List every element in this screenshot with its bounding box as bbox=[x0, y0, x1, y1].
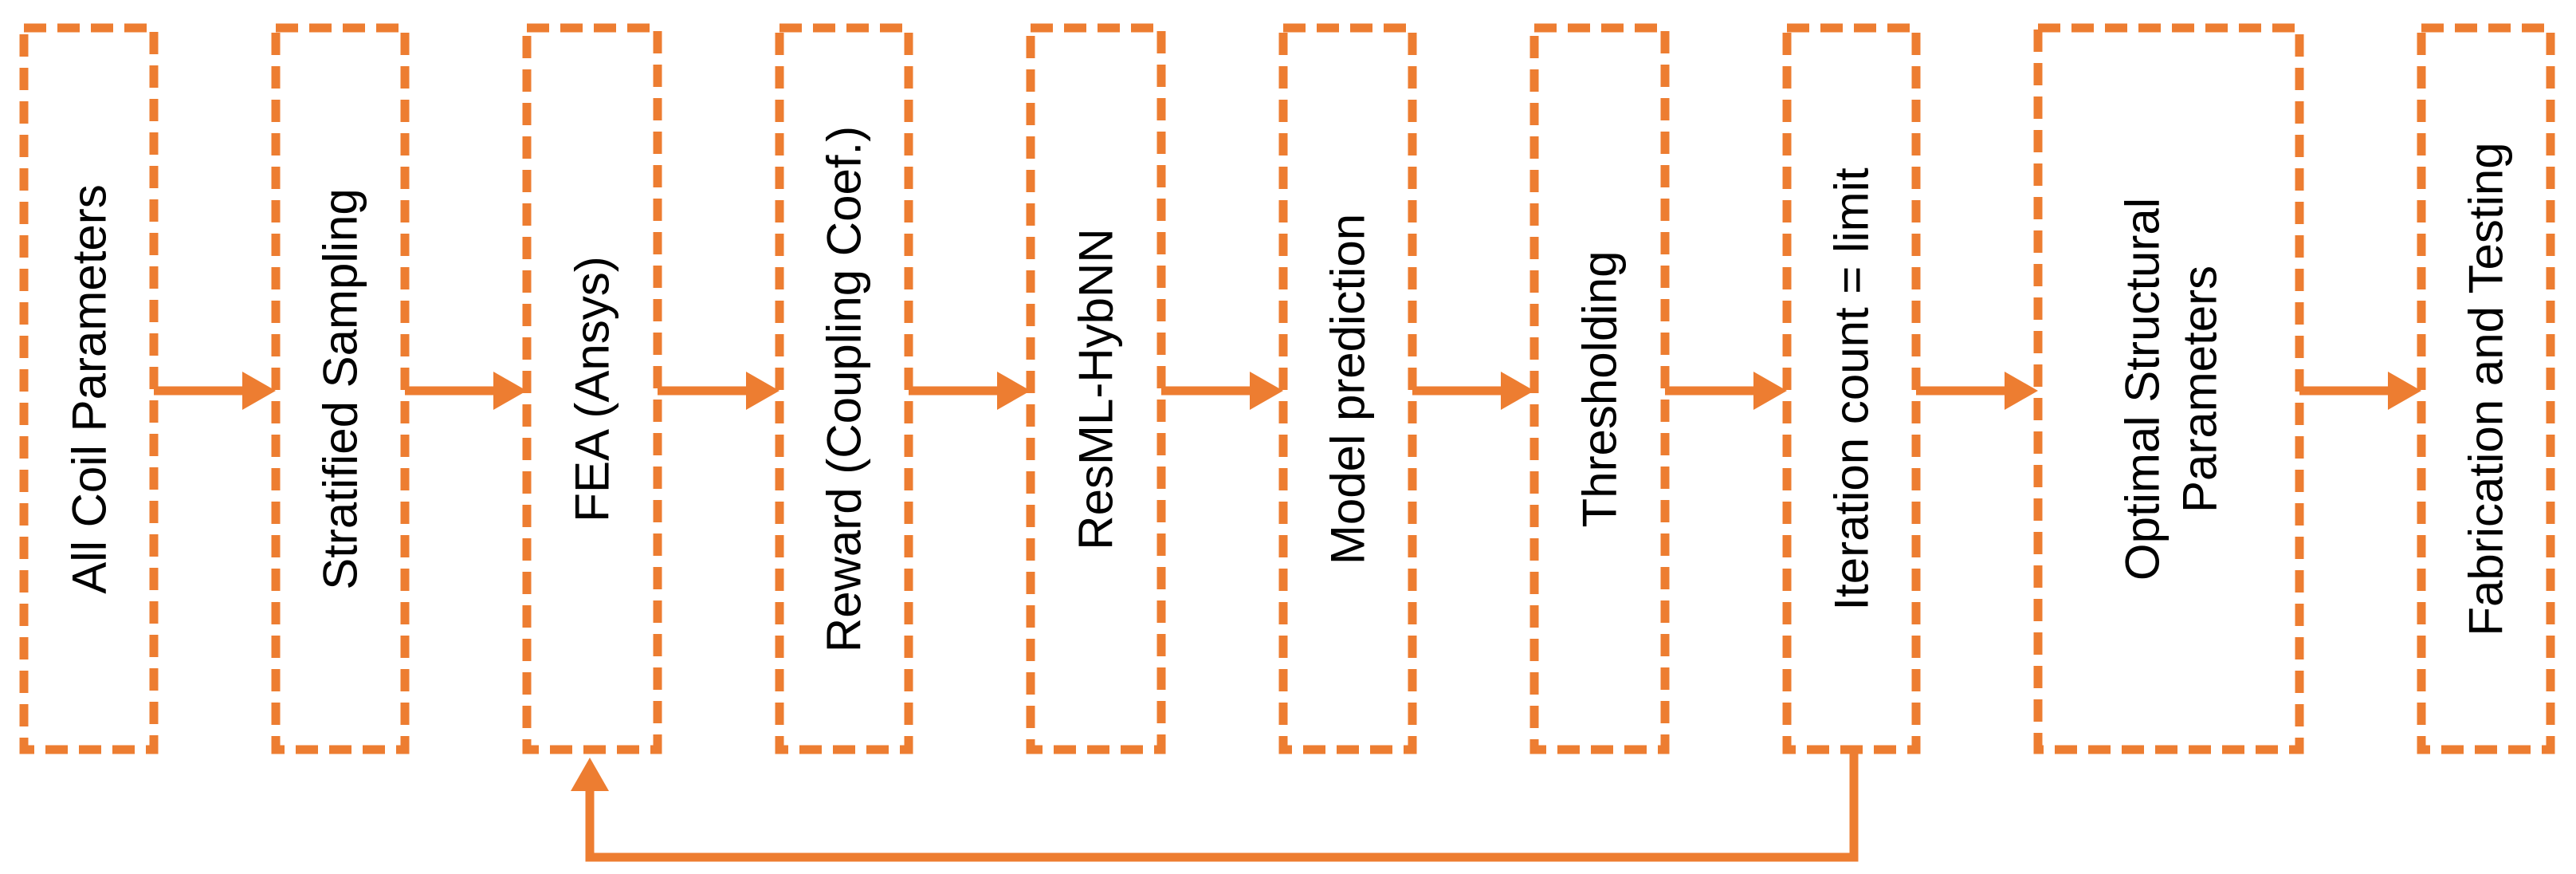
step-label: FEA (Ansys) bbox=[566, 256, 619, 522]
arrow-7-to-8 bbox=[1665, 372, 1787, 410]
step-optimal-structural-parameters: Optimal Structural Parameters bbox=[2033, 23, 2304, 754]
step-fea-ansys: FEA (Ansys) bbox=[522, 23, 662, 754]
step-label: Reward (Coupling Coef.) bbox=[818, 126, 871, 652]
step-label: Thresholding bbox=[1573, 251, 1627, 528]
loop-back-arrow bbox=[571, 750, 1859, 862]
step-label: Iteration count = limit bbox=[1825, 167, 1879, 611]
forward-arrows bbox=[154, 372, 2421, 410]
step-label: Model prediction bbox=[1321, 214, 1375, 565]
arrow-6-to-7 bbox=[1412, 372, 1534, 410]
step-model-prediction: Model prediction bbox=[1278, 23, 1417, 754]
arrow-3-to-4 bbox=[658, 372, 779, 410]
step-label: All Coil Parameters bbox=[63, 184, 116, 594]
arrow-8-to-9 bbox=[1916, 372, 2038, 410]
step-label: Fabrication and Testing bbox=[2460, 142, 2513, 636]
step-iteration-count-limit: Iteration count = limit bbox=[1782, 23, 1921, 754]
step-fabrication-and-testing: Fabrication and Testing bbox=[2417, 23, 2555, 754]
step-label: ResML-HybNN bbox=[1070, 228, 1123, 549]
arrow-9-to-10 bbox=[2299, 372, 2421, 410]
step-stratified-sampling: Stratified Sampling bbox=[271, 23, 410, 754]
step-label-line-2: Parameters bbox=[2174, 266, 2227, 513]
step-resml-hybnn: ResML-HybNN bbox=[1026, 23, 1166, 754]
step-thresholding: Thresholding bbox=[1530, 23, 1670, 754]
arrow-4-to-5 bbox=[909, 372, 1031, 410]
arrow-1-to-2 bbox=[154, 372, 276, 410]
step-reward-coupling-coef: Reward (Coupling Coef.) bbox=[775, 23, 913, 754]
arrow-2-to-3 bbox=[405, 372, 527, 410]
arrow-5-to-6 bbox=[1161, 372, 1283, 410]
step-label: Stratified Sampling bbox=[314, 188, 367, 590]
step-label-line-1: Optimal Structural bbox=[2116, 198, 2170, 581]
step-all-coil-parameters: All Coil Parameters bbox=[19, 23, 159, 754]
